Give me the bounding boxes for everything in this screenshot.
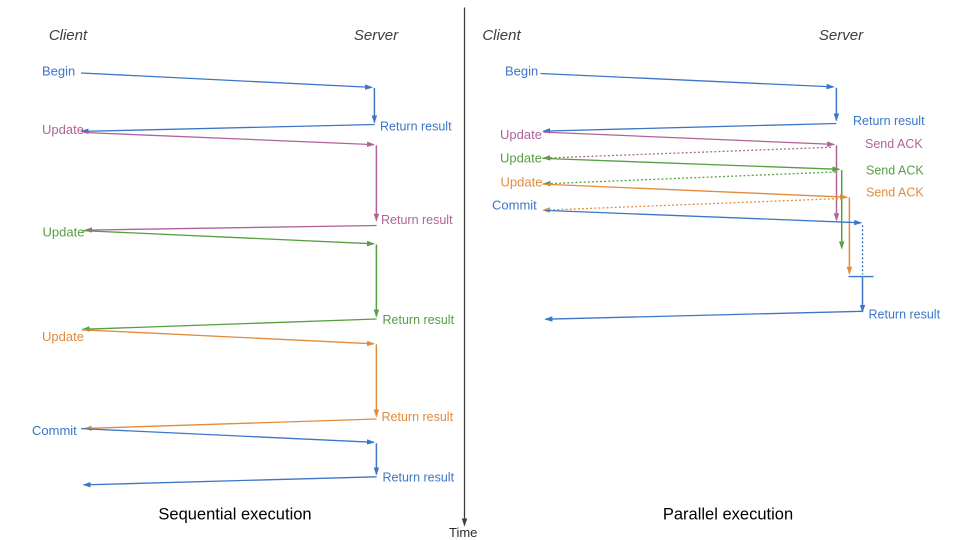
svg-text:Parallel execution: Parallel execution: [663, 506, 793, 524]
svg-text:Server: Server: [819, 27, 864, 44]
svg-text:Send ACK: Send ACK: [866, 185, 924, 199]
svg-text:Commit: Commit: [492, 197, 537, 212]
svg-text:Return result: Return result: [380, 120, 452, 134]
svg-text:Client: Client: [482, 27, 521, 44]
svg-text:Begin: Begin: [505, 64, 538, 79]
svg-text:Server: Server: [354, 27, 399, 44]
svg-text:Return result: Return result: [853, 114, 925, 128]
svg-text:Return result: Return result: [381, 213, 453, 227]
svg-text:Time: Time: [449, 525, 477, 540]
svg-text:Update: Update: [500, 127, 542, 142]
svg-text:Update: Update: [500, 150, 542, 165]
svg-text:Sequential execution: Sequential execution: [158, 506, 311, 524]
svg-text:Send ACK: Send ACK: [865, 137, 923, 151]
svg-text:Update: Update: [43, 225, 85, 240]
svg-text:Update: Update: [42, 122, 84, 137]
svg-text:Update: Update: [501, 174, 543, 189]
svg-text:Commit: Commit: [32, 423, 77, 438]
svg-text:Client: Client: [49, 27, 88, 44]
svg-text:Return result: Return result: [383, 313, 455, 327]
svg-text:Return result: Return result: [382, 410, 454, 424]
svg-text:Begin: Begin: [42, 64, 75, 79]
svg-text:Update: Update: [42, 329, 84, 344]
svg-text:Return result: Return result: [383, 471, 455, 485]
svg-text:Send ACK: Send ACK: [866, 164, 924, 178]
svg-text:Return result: Return result: [869, 308, 941, 322]
